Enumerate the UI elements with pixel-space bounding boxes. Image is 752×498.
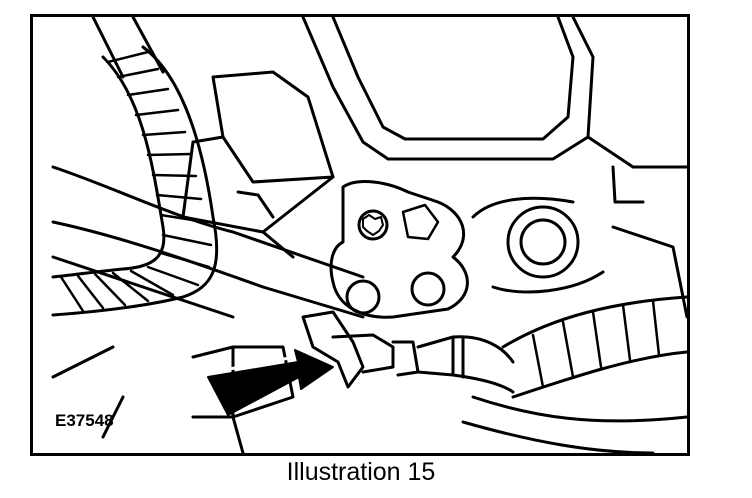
speed-sensor bbox=[301, 310, 365, 389]
illustration-frame: E37548 bbox=[30, 14, 690, 456]
arrow-pointer-icon bbox=[207, 349, 334, 416]
wiring-loom bbox=[51, 45, 219, 317]
housing-outline bbox=[301, 17, 595, 161]
figure-reference-code: E37548 bbox=[55, 411, 114, 430]
engine-component-line-drawing bbox=[51, 17, 687, 453]
sensor-bracket bbox=[329, 180, 469, 319]
illustration-caption: Illustration 15 bbox=[286, 458, 436, 486]
